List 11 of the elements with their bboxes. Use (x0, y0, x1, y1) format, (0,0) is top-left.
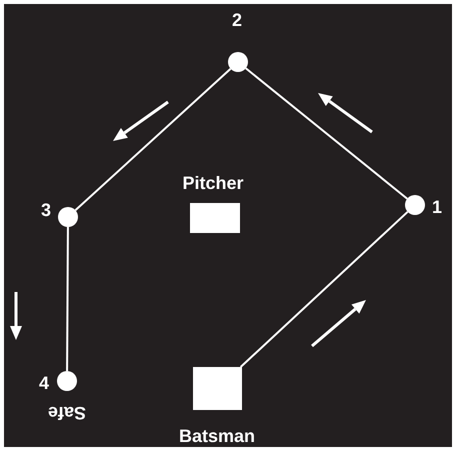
base-path-line (240, 211, 408, 368)
position-label: Pitcher (182, 173, 244, 193)
base-path-line (66, 227, 69, 371)
position-label: Batsman (179, 426, 256, 446)
base-caption: Safe (48, 403, 86, 423)
base-number: 4 (39, 373, 50, 393)
base-path-line (245, 68, 408, 200)
base-number: 3 (41, 200, 52, 220)
base-path-line (74, 68, 232, 211)
base-number: 2 (232, 10, 242, 30)
base-number: 1 (432, 197, 442, 217)
